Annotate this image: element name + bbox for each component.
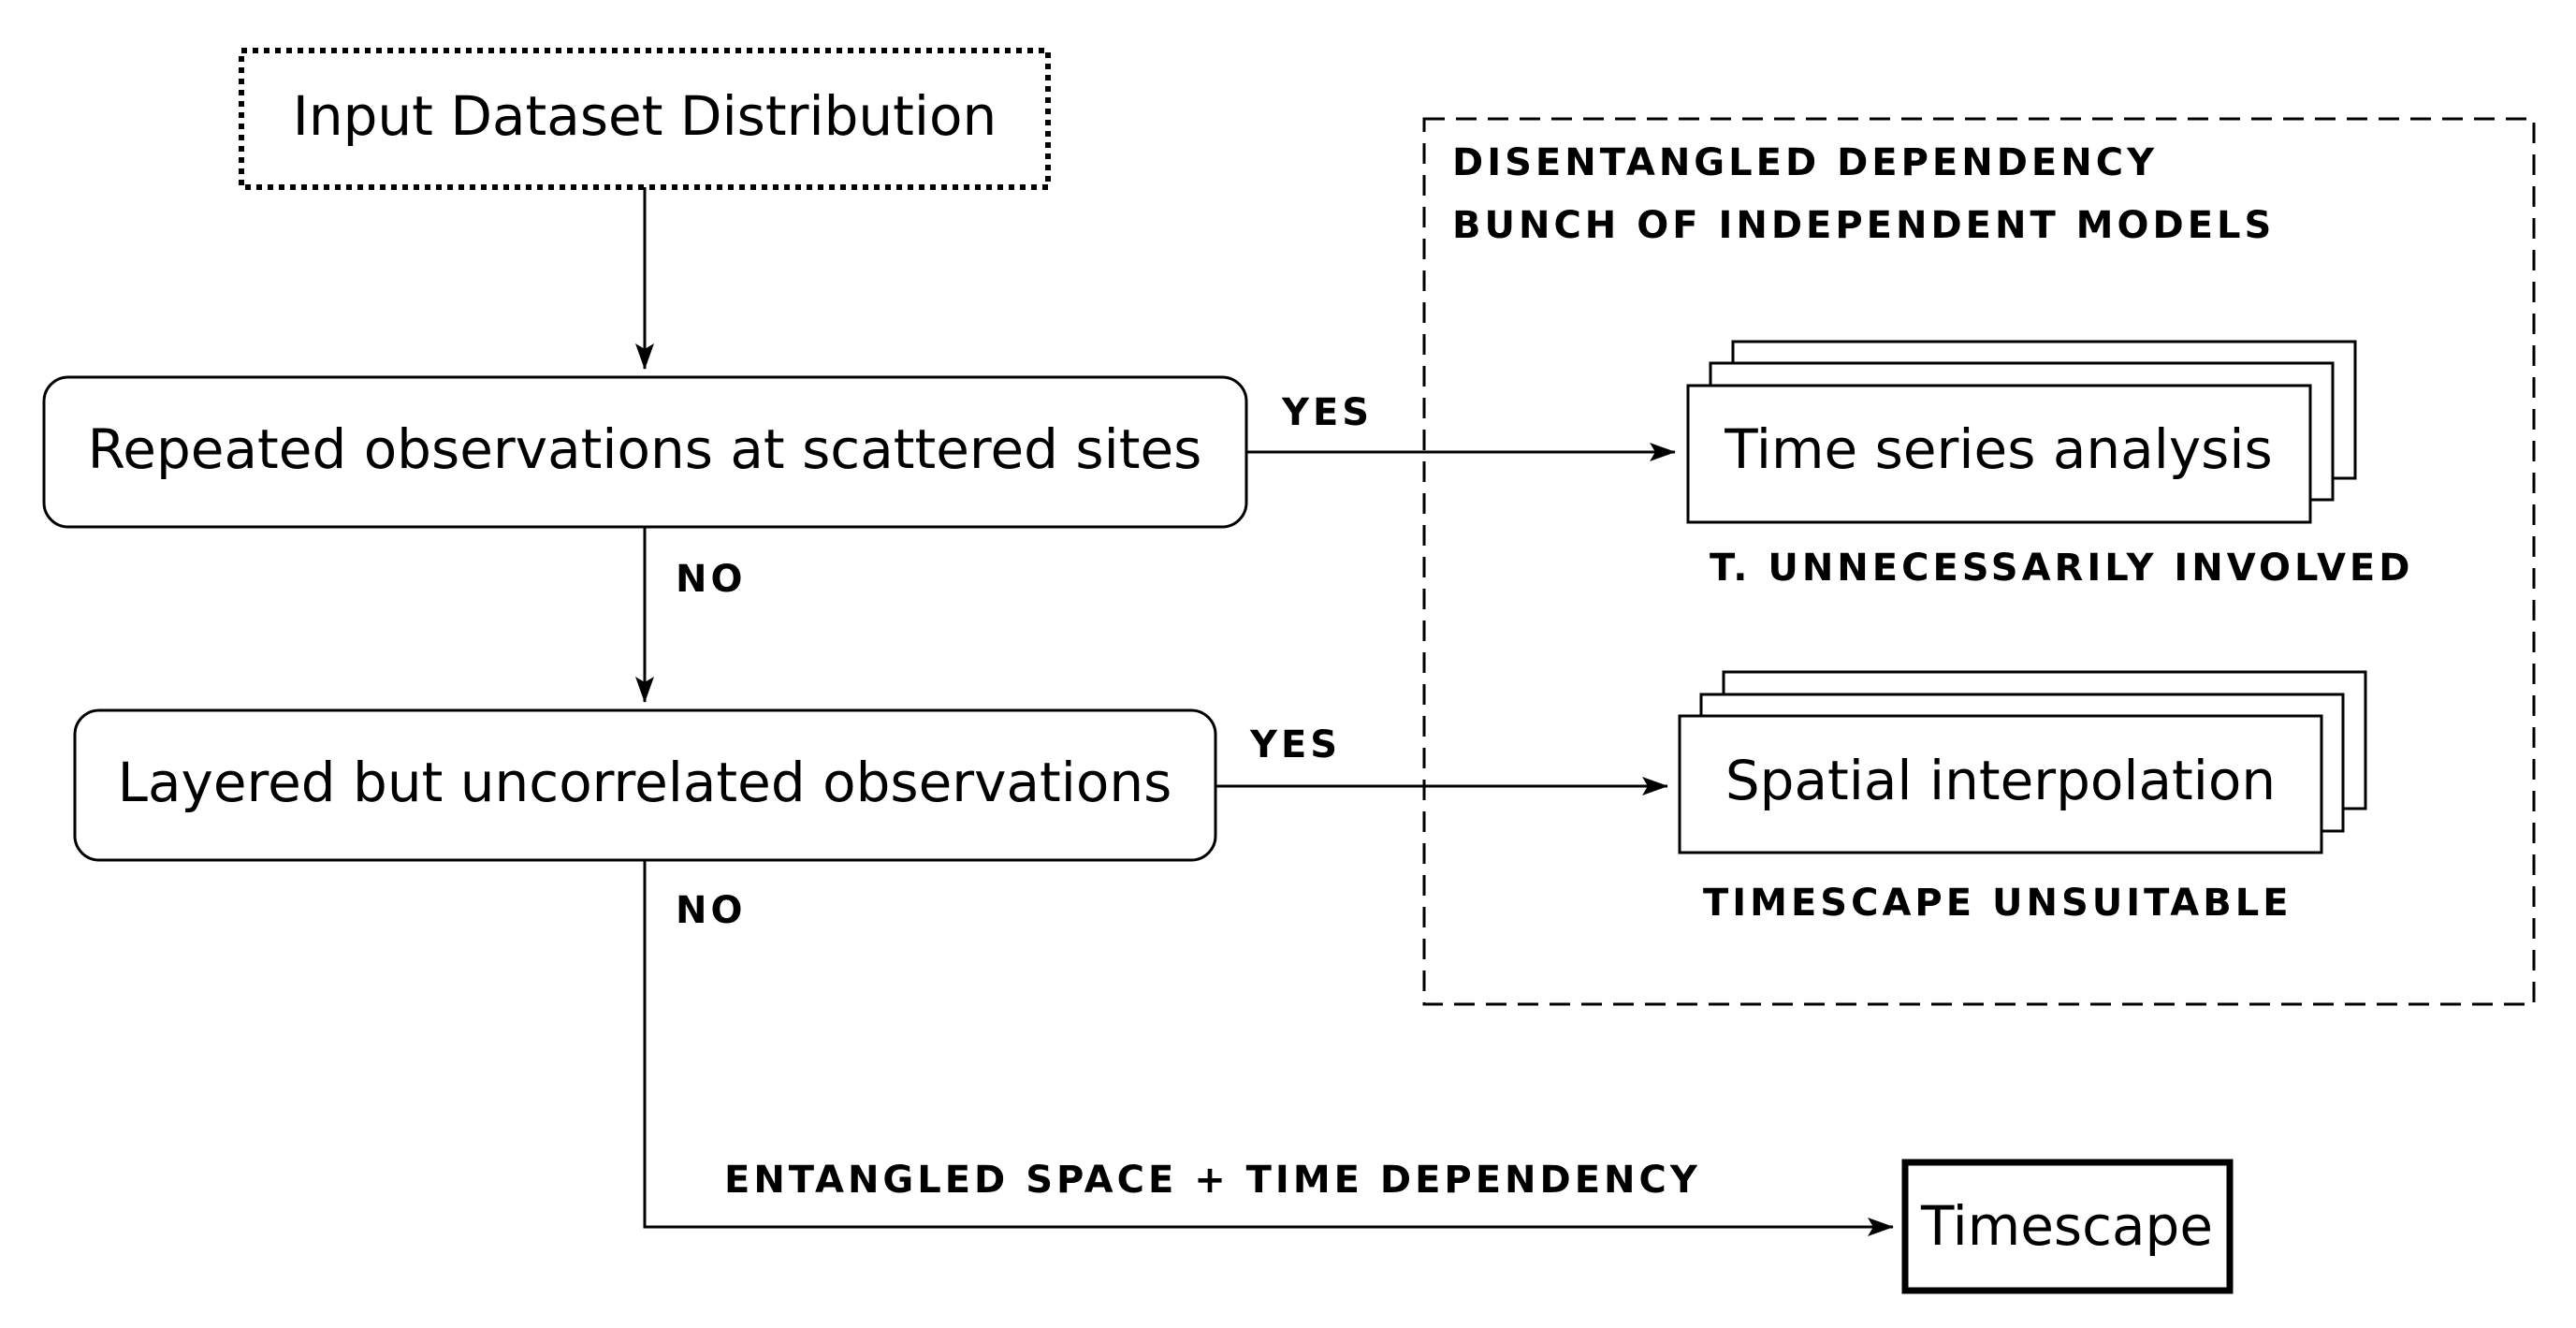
edge-label-yes-1: YES — [1281, 391, 1373, 434]
edge-label-yes-2: YES — [1249, 723, 1341, 766]
input-node-box — [239, 48, 1051, 190]
repeated-node-label: Repeated observations at scattered sites — [88, 417, 1202, 481]
disentangled-group-box — [1422, 117, 2536, 1006]
time-series-node-box — [1686, 384, 2312, 524]
edge-label-no-1: NO — [676, 558, 746, 601]
spatial-node-box — [1678, 714, 2323, 854]
group-title-line2: BUNCH OF INDEPENDENT MODELS — [1452, 204, 2275, 247]
timescape-node-label: Timescape — [1920, 1194, 2213, 1258]
time-series-node-label: Time series analysis — [1724, 417, 2272, 481]
edge-layered-to-timescape — [643, 860, 1894, 1236]
input-node-label: Input Dataset Distribution — [293, 84, 997, 148]
group-title-line1: DISENTANGLED DEPENDENCY — [1452, 141, 2158, 184]
spatial-note: TIMESCAPE UNSUITABLE — [1703, 882, 2292, 925]
time-series-note: T. UNNECESSARILY INVOLVED — [1710, 547, 2413, 590]
edge-label-no-2: NO — [676, 889, 746, 932]
layered-node-label: Layered but uncorrelated observations — [118, 751, 1172, 814]
spatial-node-label: Spatial interpolation — [1725, 749, 2276, 812]
timescape-node-box — [1901, 1159, 2234, 1294]
entangled-note: ENTANGLED SPACE + TIME DEPENDENCY — [724, 1159, 1701, 1202]
